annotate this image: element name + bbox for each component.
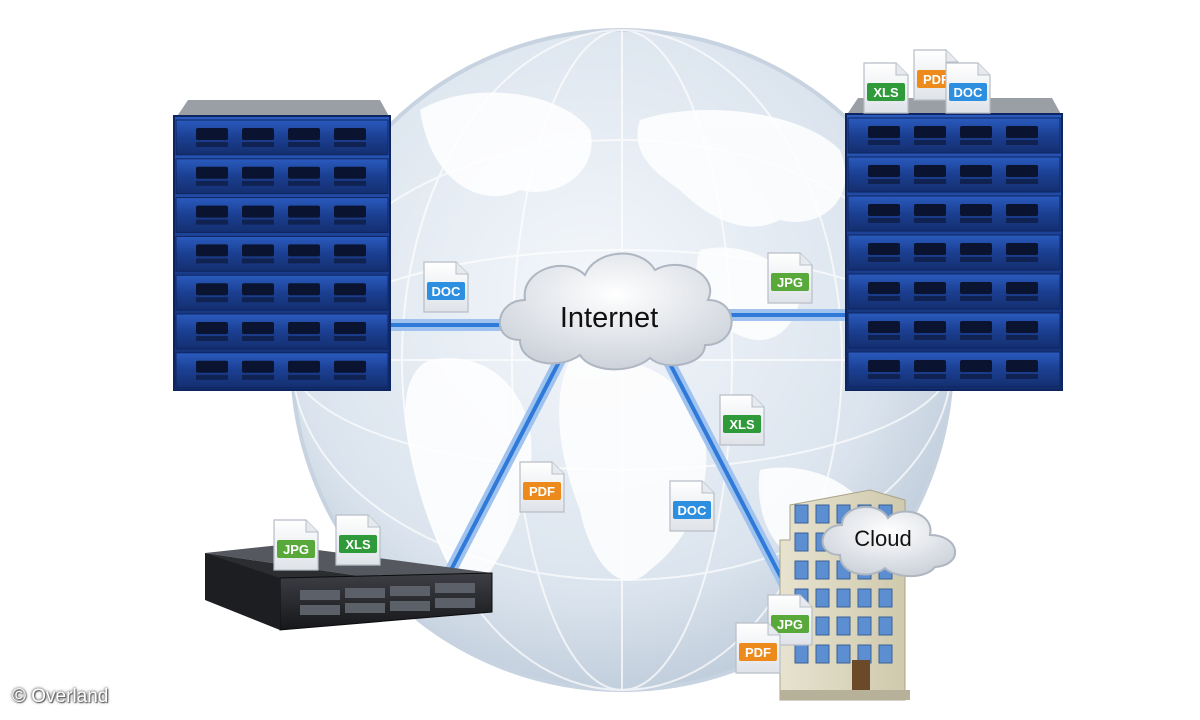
building-window <box>836 616 851 636</box>
internet-cloud: Internet <box>498 252 733 371</box>
building-window <box>815 504 830 524</box>
rack-unit <box>847 273 1061 310</box>
file-doc-icon: DOC <box>423 261 469 313</box>
rack-unit <box>175 274 389 311</box>
internet-label: Internet <box>560 302 658 334</box>
building-window <box>857 616 872 636</box>
right-server-rack <box>845 98 1063 391</box>
file-jpg-icon: JPG <box>767 594 813 646</box>
file-tag-label: JPG <box>283 542 309 557</box>
file-xls-icon: XLS <box>335 514 381 566</box>
rack-unit <box>175 158 389 195</box>
file-tag-label: JPG <box>777 275 803 290</box>
file-jpg-icon: JPG <box>767 252 813 304</box>
rack-unit <box>175 197 389 233</box>
file-doc-icon: DOC <box>945 62 991 114</box>
file-tag-label: DOC <box>678 503 708 518</box>
building-window <box>794 560 809 580</box>
file-pdf-icon: PDF <box>519 461 565 513</box>
building-window <box>836 588 851 608</box>
file-tag-label: PDF <box>745 645 771 660</box>
copyright-text: © Overland <box>12 686 109 707</box>
building-window <box>836 644 851 664</box>
file-tag-label: PDF <box>529 484 555 499</box>
cloud-node: Cloud <box>821 505 956 578</box>
building-window <box>878 588 893 608</box>
building-window <box>815 616 830 636</box>
file-tag-label: XLS <box>873 85 899 100</box>
file-tag-label: XLS <box>345 537 371 552</box>
building-window <box>815 588 830 608</box>
file-tag-label: XLS <box>729 417 755 432</box>
network-links <box>382 309 856 591</box>
rack-unit <box>847 195 1061 232</box>
building-window <box>878 616 893 636</box>
file-tag-label: PDF <box>923 72 949 87</box>
file-doc-icon: DOC <box>669 480 715 532</box>
left-server-rack <box>173 100 391 391</box>
file-xls-icon: XLS <box>863 62 909 114</box>
building-window <box>794 504 809 524</box>
file-tag-label: JPG <box>777 617 803 632</box>
rack-unit <box>847 351 1061 388</box>
rack-unit <box>175 235 389 272</box>
rack-unit <box>847 156 1061 193</box>
building-window <box>878 644 893 664</box>
building-window <box>794 644 809 664</box>
cloud-label: Cloud <box>854 526 911 551</box>
rack-unit <box>847 117 1061 154</box>
building-window <box>815 560 830 580</box>
rack-unit <box>847 312 1061 349</box>
file-jpg-icon: JPG <box>273 519 319 571</box>
building-window <box>794 532 809 552</box>
building-door-icon <box>852 660 870 690</box>
file-xls-icon: XLS <box>719 394 765 446</box>
file-tag-label: DOC <box>432 284 462 299</box>
building-window <box>815 644 830 664</box>
rack-unit <box>175 119 389 156</box>
rack-unit <box>175 352 389 389</box>
building-window <box>857 588 872 608</box>
rack-unit <box>847 234 1061 271</box>
rack-unit <box>175 313 389 350</box>
file-icons: PDF XLS DOC DOC JPG XLS PDF DOC JPG XLS JPG PDF <box>273 49 991 674</box>
file-tag-label: DOC <box>954 85 984 100</box>
file-pdf-icon: PDF <box>735 622 781 674</box>
